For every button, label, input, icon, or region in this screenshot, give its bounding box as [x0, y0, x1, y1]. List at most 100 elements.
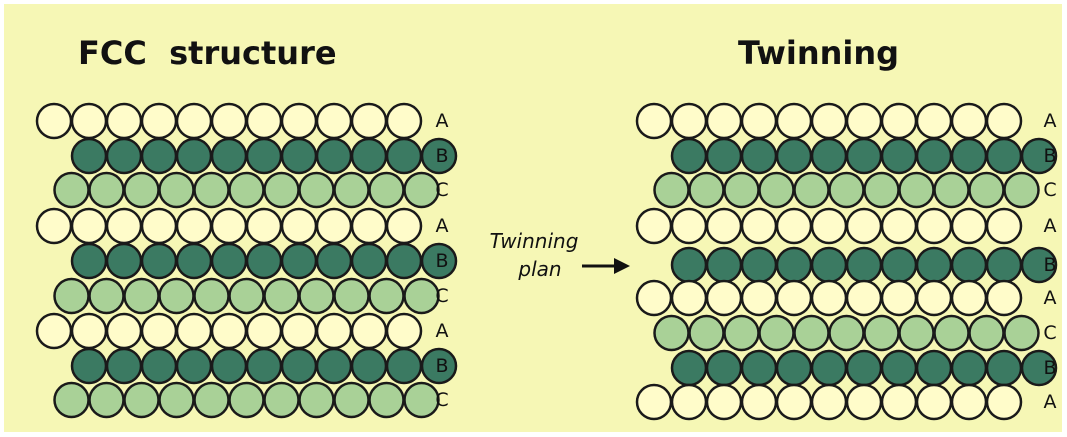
atom-sphere — [740, 279, 778, 317]
atom-sphere — [810, 383, 848, 421]
atom-sphere — [933, 314, 970, 352]
atom-sphere — [280, 102, 318, 140]
sphere-row-c — [653, 314, 1040, 352]
atom-sphere — [53, 381, 90, 419]
atom-sphere — [140, 137, 178, 175]
atom-sphere — [368, 381, 405, 419]
atom-sphere — [35, 207, 73, 245]
atom-sphere — [705, 137, 743, 175]
atom-sphere — [70, 347, 108, 385]
atom-sphere — [915, 102, 953, 140]
atom-sphere — [950, 349, 988, 387]
atom-sphere — [140, 102, 178, 140]
sphere-row-b — [670, 137, 1058, 175]
atom-sphere — [263, 277, 300, 315]
atom-sphere — [775, 279, 813, 317]
atom-sphere — [385, 242, 423, 280]
atom-sphere — [280, 347, 318, 385]
atom-sphere — [915, 137, 953, 175]
atom-sphere — [35, 102, 73, 140]
atom-sphere — [70, 242, 108, 280]
atom-sphere — [280, 137, 318, 175]
atom-sphere — [705, 246, 743, 284]
atom-sphere — [705, 383, 743, 421]
atom-sphere — [228, 277, 265, 315]
layer-label: A — [1043, 110, 1057, 132]
atom-sphere — [70, 137, 108, 175]
layer-label: C — [435, 389, 449, 411]
atom-sphere — [950, 383, 988, 421]
atom-sphere — [315, 137, 353, 175]
atom-sphere — [280, 312, 318, 350]
layer-label: B — [1043, 357, 1057, 379]
atom-sphere — [228, 171, 265, 209]
atom-sphere — [985, 349, 1023, 387]
sphere-row-c — [53, 381, 440, 419]
atom-sphere — [845, 349, 883, 387]
sphere-row-c — [53, 277, 440, 315]
twinning-plane-label-line1: Twinning — [489, 229, 579, 253]
atom-sphere — [420, 137, 458, 175]
atom-sphere — [740, 137, 778, 175]
atom-sphere — [688, 171, 725, 209]
atom-sphere — [105, 137, 143, 175]
atom-sphere — [723, 171, 760, 209]
atom-sphere — [53, 277, 90, 315]
atom-sphere — [175, 242, 213, 280]
atom-sphere — [845, 102, 883, 140]
atom-sphere — [863, 314, 900, 352]
atom-sphere — [898, 171, 935, 209]
atom-sphere — [228, 381, 265, 419]
atom-sphere — [175, 102, 213, 140]
atom-sphere — [140, 347, 178, 385]
sphere-row-a — [35, 312, 423, 350]
atom-sphere — [333, 171, 370, 209]
atom-sphere — [845, 279, 883, 317]
sphere-row-a — [635, 383, 1023, 421]
atom-sphere — [403, 277, 440, 315]
atom-sphere — [1020, 137, 1058, 175]
sphere-row-a — [35, 102, 423, 140]
atom-sphere — [210, 137, 248, 175]
atom-sphere — [880, 207, 918, 245]
atom-sphere — [245, 102, 283, 140]
atom-sphere — [245, 347, 283, 385]
atom-sphere — [350, 207, 388, 245]
atom-sphere — [333, 277, 370, 315]
atom-sphere — [793, 314, 830, 352]
atom-sphere — [280, 242, 318, 280]
layer-label: B — [1043, 145, 1057, 167]
layer-label: C — [435, 285, 449, 307]
atom-sphere — [1020, 246, 1058, 284]
atom-sphere — [245, 242, 283, 280]
layer-label: A — [1043, 287, 1057, 309]
atom-sphere — [140, 312, 178, 350]
layer-label: C — [435, 179, 449, 201]
atom-sphere — [175, 137, 213, 175]
atom-sphere — [175, 347, 213, 385]
atom-sphere — [123, 277, 160, 315]
atom-sphere — [105, 312, 143, 350]
twinning-plane-arrow — [582, 258, 630, 274]
layer-label: B — [435, 145, 449, 167]
atom-sphere — [775, 102, 813, 140]
atom-sphere — [688, 314, 725, 352]
atom-sphere — [653, 314, 690, 352]
fcc-structure-title: FCC structure — [78, 34, 337, 72]
atom-sphere — [915, 279, 953, 317]
atom-sphere — [880, 383, 918, 421]
atom-sphere — [403, 381, 440, 419]
atom-sphere — [740, 102, 778, 140]
atom-sphere — [315, 242, 353, 280]
layer-label: A — [435, 320, 449, 342]
atom-sphere — [950, 246, 988, 284]
atom-sphere — [210, 102, 248, 140]
sphere-row-a — [635, 279, 1023, 317]
atom-sphere — [985, 383, 1023, 421]
fcc-stack — [35, 102, 458, 419]
atom-sphere — [880, 349, 918, 387]
atom-sphere — [385, 312, 423, 350]
atom-sphere — [193, 381, 230, 419]
sphere-row-b — [70, 347, 458, 385]
